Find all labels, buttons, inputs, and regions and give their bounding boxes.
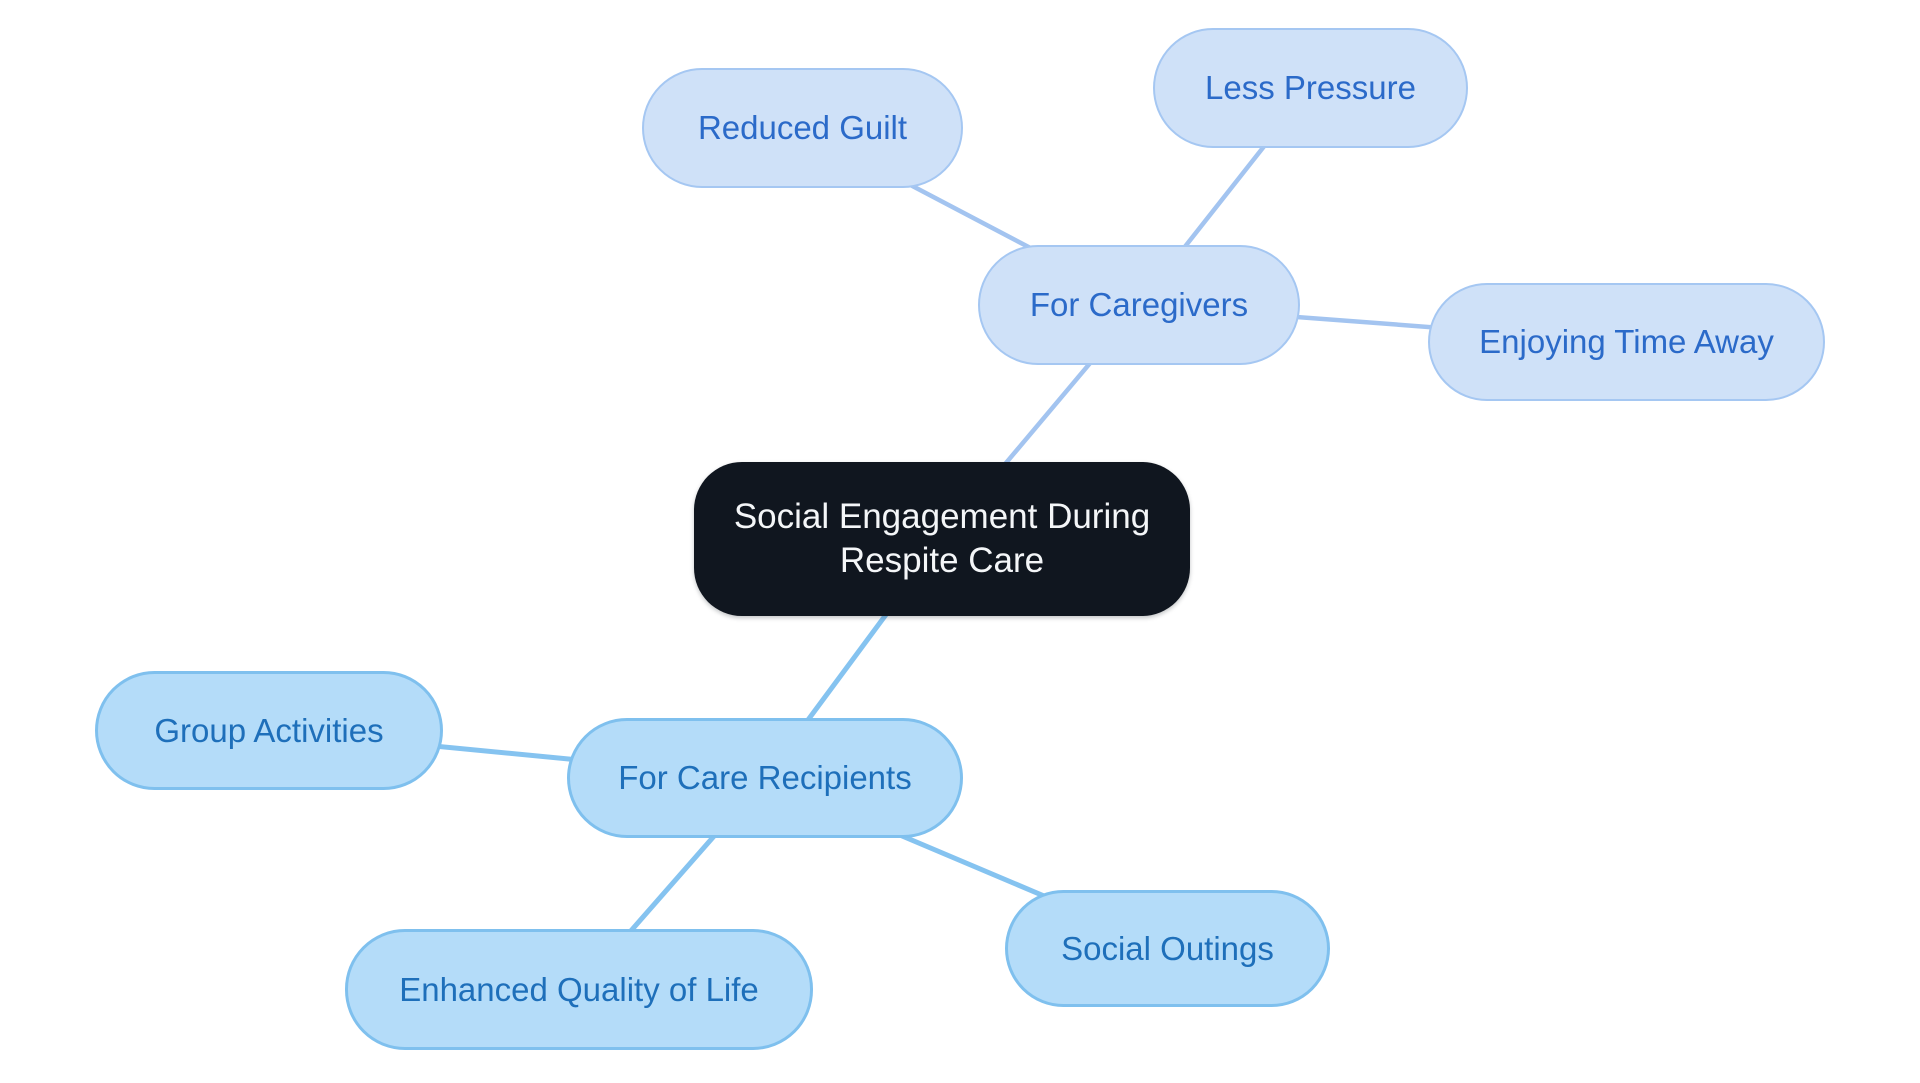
leaf-node-reduced-guilt[interactable]: Reduced Guilt (642, 68, 963, 188)
leaf-node-less-pressure[interactable]: Less Pressure (1153, 28, 1468, 148)
central-topic-node[interactable]: Social Engagement During Respite Care (694, 462, 1190, 616)
leaf-node-enhanced-quality-of-life[interactable]: Enhanced Quality of Life (345, 929, 813, 1050)
central-topic-label: Social Engagement During Respite Care (733, 497, 1151, 580)
leaf-label-enhanced-quality-of-life: Enhanced Quality of Life (399, 970, 759, 1008)
leaf-label-less-pressure: Less Pressure (1205, 69, 1416, 106)
leaf-label-group-activities: Group Activities (154, 711, 384, 749)
leaf-node-group-activities[interactable]: Group Activities (95, 671, 443, 790)
leaf-label-enjoying-time-away: Enjoying Time Away (1479, 323, 1774, 360)
branch-label-for-caregivers: For Caregivers (1029, 286, 1249, 323)
branch-node-for-caregivers[interactable]: For Caregivers (978, 245, 1300, 365)
leaf-node-social-outings[interactable]: Social Outings (1005, 890, 1330, 1007)
branch-label-for-care-recipients: For Care Recipients (618, 759, 912, 796)
leaf-node-enjoying-time-away[interactable]: Enjoying Time Away (1428, 283, 1825, 401)
branch-node-for-care-recipients[interactable]: For Care Recipients (567, 718, 963, 838)
leaf-label-reduced-guilt: Reduced Guilt (697, 109, 908, 146)
leaf-label-social-outings: Social Outings (1061, 929, 1274, 967)
